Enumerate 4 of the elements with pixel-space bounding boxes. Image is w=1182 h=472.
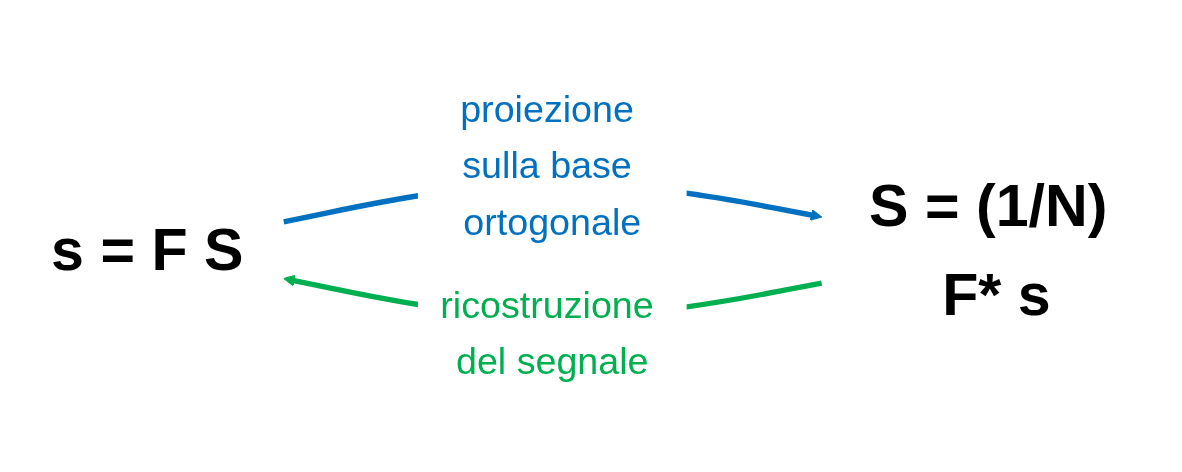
edge-label: ricostruzione del segnale [440,284,654,383]
node-text: S = (1/N) F* s [869,172,1108,327]
edge-label: proiezione sulla base ortogonale [460,88,642,243]
node-text: s = F S [51,216,244,283]
